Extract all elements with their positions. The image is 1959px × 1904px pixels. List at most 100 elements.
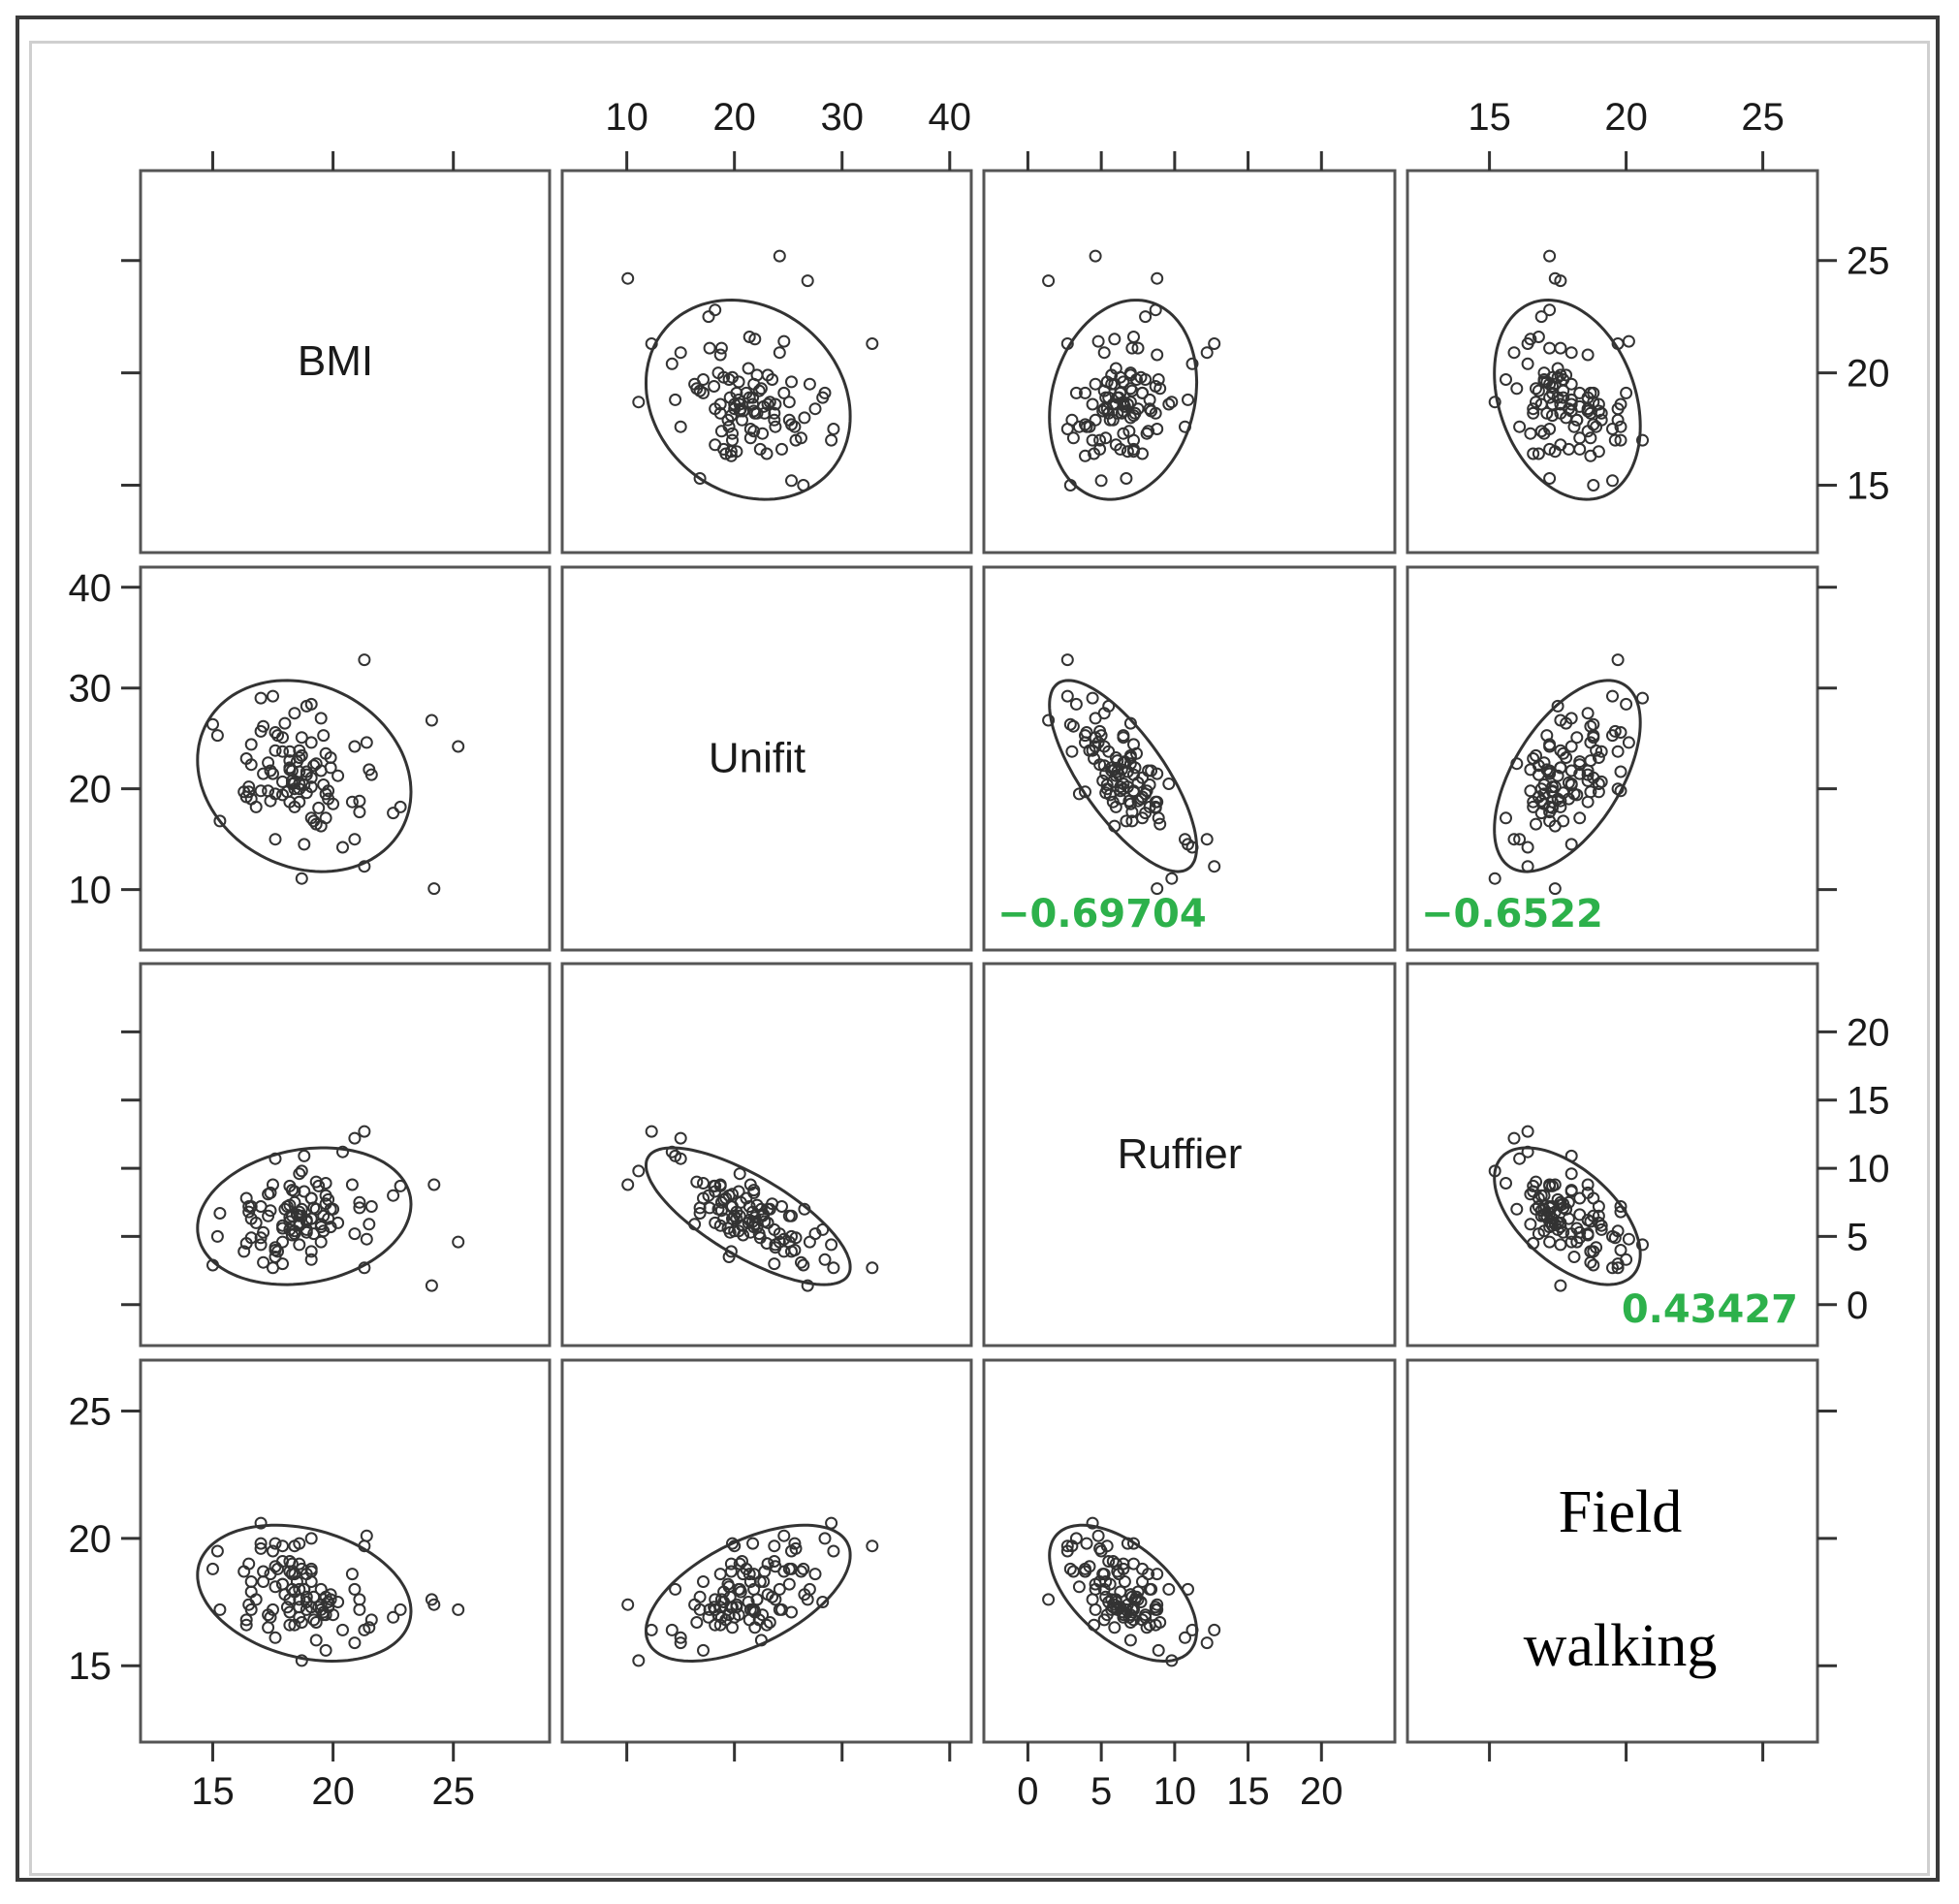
panel-border [139,565,552,952]
point-unifit-field-walking-33 [1543,800,1557,813]
point-bmi-field-walking-91 [1537,427,1551,440]
point-bmi-ruffier-72 [1079,449,1091,462]
point-bmi-ruffier-34 [1088,447,1101,460]
point-field-walking-ruffier-63 [1096,1568,1110,1581]
point-ruffier-bmi-23 [210,1229,224,1243]
panel-border [982,169,1397,555]
point-ruffier-bmi-33 [394,1179,407,1192]
point-ruffier-field-walking-61 [1551,1222,1564,1236]
panel-border [139,1358,552,1744]
point-unifit-ruffier-88 [1151,767,1164,780]
point-bmi-ruffier-101 [1060,423,1074,435]
point-field-walking-ruffier-70 [1123,1616,1137,1629]
point-bmi-unifit-78 [703,341,716,355]
tick-label-right-ruffier: 0 [1847,1285,1868,1327]
point-unifit-bmi-101 [267,689,279,703]
point-bmi-unifit-58 [752,384,766,397]
point-unifit-ruffier-21 [1063,717,1077,731]
point-ruffier-field-walking-25 [1608,1231,1622,1245]
point-field-walking-bmi-46 [358,1623,371,1636]
point-field-walking-unifit-71 [730,1601,743,1614]
point-bmi-unifit-25 [789,433,803,447]
point-unifit-bmi-4 [298,838,311,851]
point-field-walking-unifit-52 [746,1537,760,1550]
point-field-walking-ruffier-37 [1118,1575,1131,1588]
tick-label-bottom-ruffier: 10 [1153,1770,1197,1813]
point-field-walking-unifit-70 [763,1616,776,1629]
point-unifit-ruffier-70 [1123,748,1137,762]
point-bmi-ruffier-33 [1149,303,1162,317]
panel-border [1406,1358,1819,1744]
point-ruffier-unifit-72 [724,1245,738,1258]
point-ruffier-bmi-36 [304,1245,318,1258]
point-ruffier-field-walking-49 [1564,1227,1578,1241]
point-ruffier-field-walking-100 [1540,1209,1554,1222]
point-bmi-ruffier-73 [1086,433,1099,447]
point-ruffier-bmi-76 [293,1167,306,1181]
point-bmi-ruffier-94 [1091,334,1105,348]
point-unifit-bmi-94 [360,736,373,749]
point-bmi-unifit-65 [803,377,816,391]
point-bmi-field-walking-84 [1527,402,1540,416]
point-bmi-unifit-53 [726,427,739,440]
point-field-walking-bmi-89 [304,1562,318,1575]
point-field-walking-unifit-81 [750,1593,764,1606]
point-bmi-unifit-23 [785,474,798,488]
point-field-walking-ruffier-69 [1127,1537,1140,1550]
point-ruffier-unifit-33 [709,1179,722,1192]
point-unifit-bmi-33 [394,800,407,813]
point-field-walking-unifit-84 [709,1618,722,1632]
point-ruffier-bmi-73 [254,1238,268,1252]
point-bmi-field-walking-19 [1540,406,1554,420]
point-ruffier-unifit-90 [719,1191,733,1205]
point-bmi-unifit-91 [756,427,770,440]
point-unifit-bmi-91 [262,756,275,770]
point-unifit-field-walking-75 [1562,792,1575,806]
point-bmi-unifit-88 [743,423,757,435]
point-bmi-field-walking-64 [1546,409,1559,423]
point-field-walking-unifit-88 [743,1603,757,1616]
point-field-walking-bmi-21 [206,1562,219,1575]
point-field-walking-unifit-66 [697,1575,710,1588]
point-field-walking-unifit-26 [702,1610,715,1624]
point-bmi-unifit-1 [621,271,635,285]
point-field-walking-ruffier-25 [1093,1541,1107,1555]
point-ruffier-unifit-91 [756,1209,770,1222]
point-field-walking-unifit-31 [768,1555,781,1568]
point-ruffier-field-walking-59 [1521,1145,1534,1158]
point-bmi-unifit-35 [713,348,727,362]
point-field-walking-ruffier-92 [1042,1593,1056,1606]
point-field-walking-ruffier-58 [1097,1613,1111,1627]
diagonal-label-bmi: BMI [298,337,373,385]
point-unifit-ruffier-90 [1136,790,1149,804]
point-ruffier-field-walking-98 [1614,1244,1627,1256]
point-bmi-unifit-85 [769,420,782,433]
point-field-walking-ruffier-61 [1102,1596,1116,1608]
point-field-walking-unifit-9 [782,1577,796,1591]
point-unifit-bmi-96 [244,738,258,751]
point-bmi-ruffier-88 [1151,423,1164,435]
point-bmi-ruffier-36 [1079,386,1091,399]
panel-ruffier-vs-unifit [560,962,973,1348]
point-bmi-field-walking-90 [1532,447,1545,460]
point-bmi-ruffier-63 [1096,404,1110,418]
point-unifit-ruffier-99 [1123,716,1137,730]
point-field-walking-bmi-35 [345,1568,359,1581]
point-field-walking-unifit-59 [665,1623,679,1636]
point-unifit-field-walking-86 [1562,776,1575,789]
point-field-walking-unifit-10 [697,1643,710,1657]
point-bmi-unifit-74 [714,341,728,355]
point-unifit-field-walking-100 [1540,729,1554,743]
point-unifit-field-walking-1 [1548,882,1562,896]
point-unifit-bmi-61 [300,699,313,713]
point-field-walking-ruffier-86 [1131,1585,1145,1599]
point-unifit-field-walking-54 [1611,745,1625,758]
point-ruffier-field-walking-90 [1532,1191,1545,1205]
point-ruffier-bmi-39 [213,1207,227,1220]
point-ruffier-bmi-69 [254,1200,268,1213]
point-unifit-bmi-58 [307,759,321,773]
figure-inner-frame [29,41,1930,1876]
point-bmi-unifit-33 [709,303,722,317]
point-ruffier-field-walking-10 [1500,1177,1512,1190]
point-bmi-unifit-100 [785,375,798,389]
